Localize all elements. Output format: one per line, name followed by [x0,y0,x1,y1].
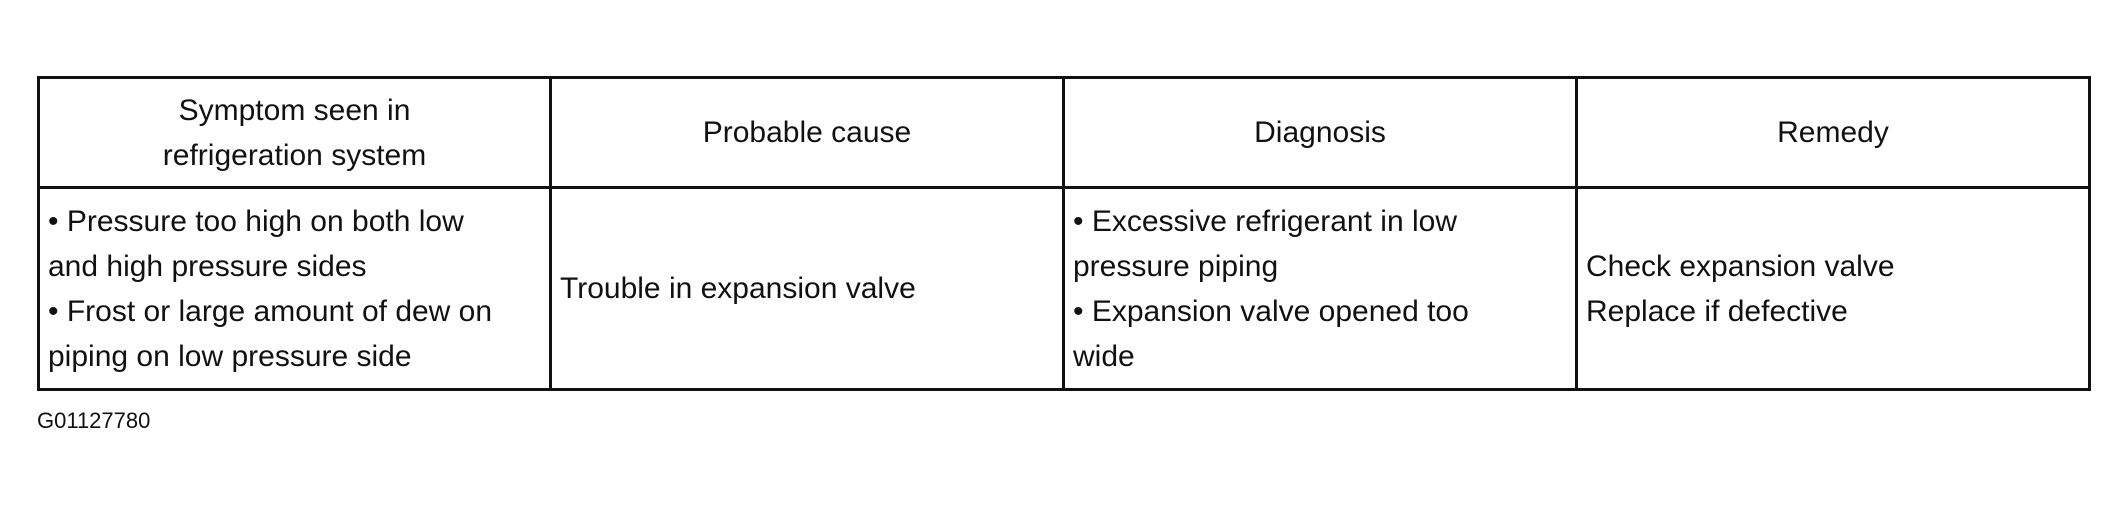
diagnosis-table: Symptom seen in refrigeration system Pro… [37,76,2091,391]
header-row: Symptom seen in refrigeration system Pro… [37,76,2091,189]
cell-diagnosis: • Excessive refrigerant in low pressure … [1062,186,1578,391]
header-symptom-line-2: refrigeration system [162,138,427,172]
cause-line-1: Trouble in expansion valve [560,272,916,305]
diagnosis-line-3: • Expansion valve opened too [1073,294,1469,328]
cell-symptom: • Pressure too high on both low and high… [37,186,552,391]
header-diagnosis: Diagnosis [1062,76,1578,189]
diagnosis-line-1: • Excessive refrigerant in low [1073,204,1457,238]
header-symptom-line-1: Symptom seen in [178,93,411,127]
symptom-line-1: • Pressure too high on both low [48,204,464,238]
header-remedy: Remedy [1575,76,2091,189]
cell-probable-cause: Trouble in expansion valve [549,186,1065,391]
header-probable-cause-label: Probable cause [702,116,912,149]
symptom-line-4: piping on low pressure side [48,339,412,373]
figure-id: G01127780 [37,408,151,433]
symptom-line-2: and high pressure sides [48,249,367,283]
symptom-line-3: • Frost or large amount of dew on [48,294,493,328]
diagnosis-line-4: wide [1073,339,1135,373]
header-remedy-label: Remedy [1777,116,1889,149]
remedy-line-2: Replace if defective [1586,294,1848,328]
cell-remedy: Check expansion valve Replace if defecti… [1575,186,2091,391]
header-symptom: Symptom seen in refrigeration system [37,76,552,189]
remedy-line-1: Check expansion valve [1586,249,1895,283]
diagnosis-line-2: pressure piping [1073,249,1279,283]
header-probable-cause: Probable cause [549,76,1065,189]
table-row: • Pressure too high on both low and high… [37,186,2091,391]
header-diagnosis-label: Diagnosis [1254,116,1386,149]
